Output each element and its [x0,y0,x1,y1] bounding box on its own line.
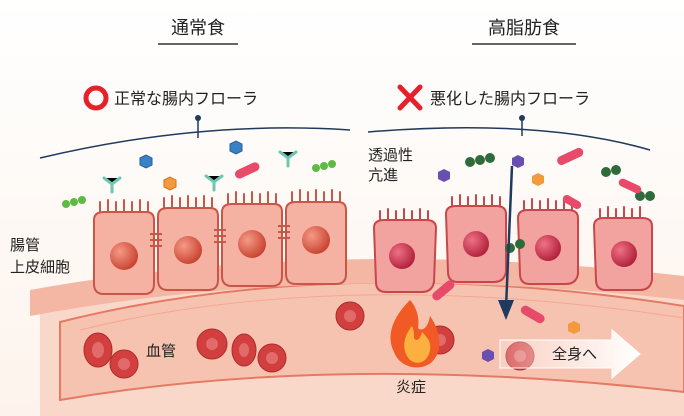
epithelium-label-line2: 上皮細胞 [10,258,70,276]
epithelial-cell [158,196,218,290]
heading-high-fat-diet: 高脂肪食 [488,18,560,39]
permeability-label-line1: 透過性 [368,146,413,164]
permeability-label-line2: 亢進 [368,166,398,184]
epithelial-cell [286,190,346,284]
bad-flora-label: 悪化した腸内フローラ [430,89,590,108]
normal-flora-label: 正常な腸内フローラ [114,89,258,108]
epithelial-cell [94,200,154,294]
blood-vessel-label: 血管 [146,342,176,360]
whole-body-label: 全身へ [552,345,597,363]
epithelial-cell [222,192,282,286]
epithelial-cell-damaged [374,209,436,292]
epithelial-cell-damaged [594,207,652,290]
epithelial-cell-damaged [518,199,578,284]
inflammation-label: 炎症 [396,378,426,396]
epithelial-cell-damaged [446,195,506,282]
epithelium-label-line1: 腸管 [10,236,40,254]
heading-normal-diet: 通常食 [171,18,225,39]
